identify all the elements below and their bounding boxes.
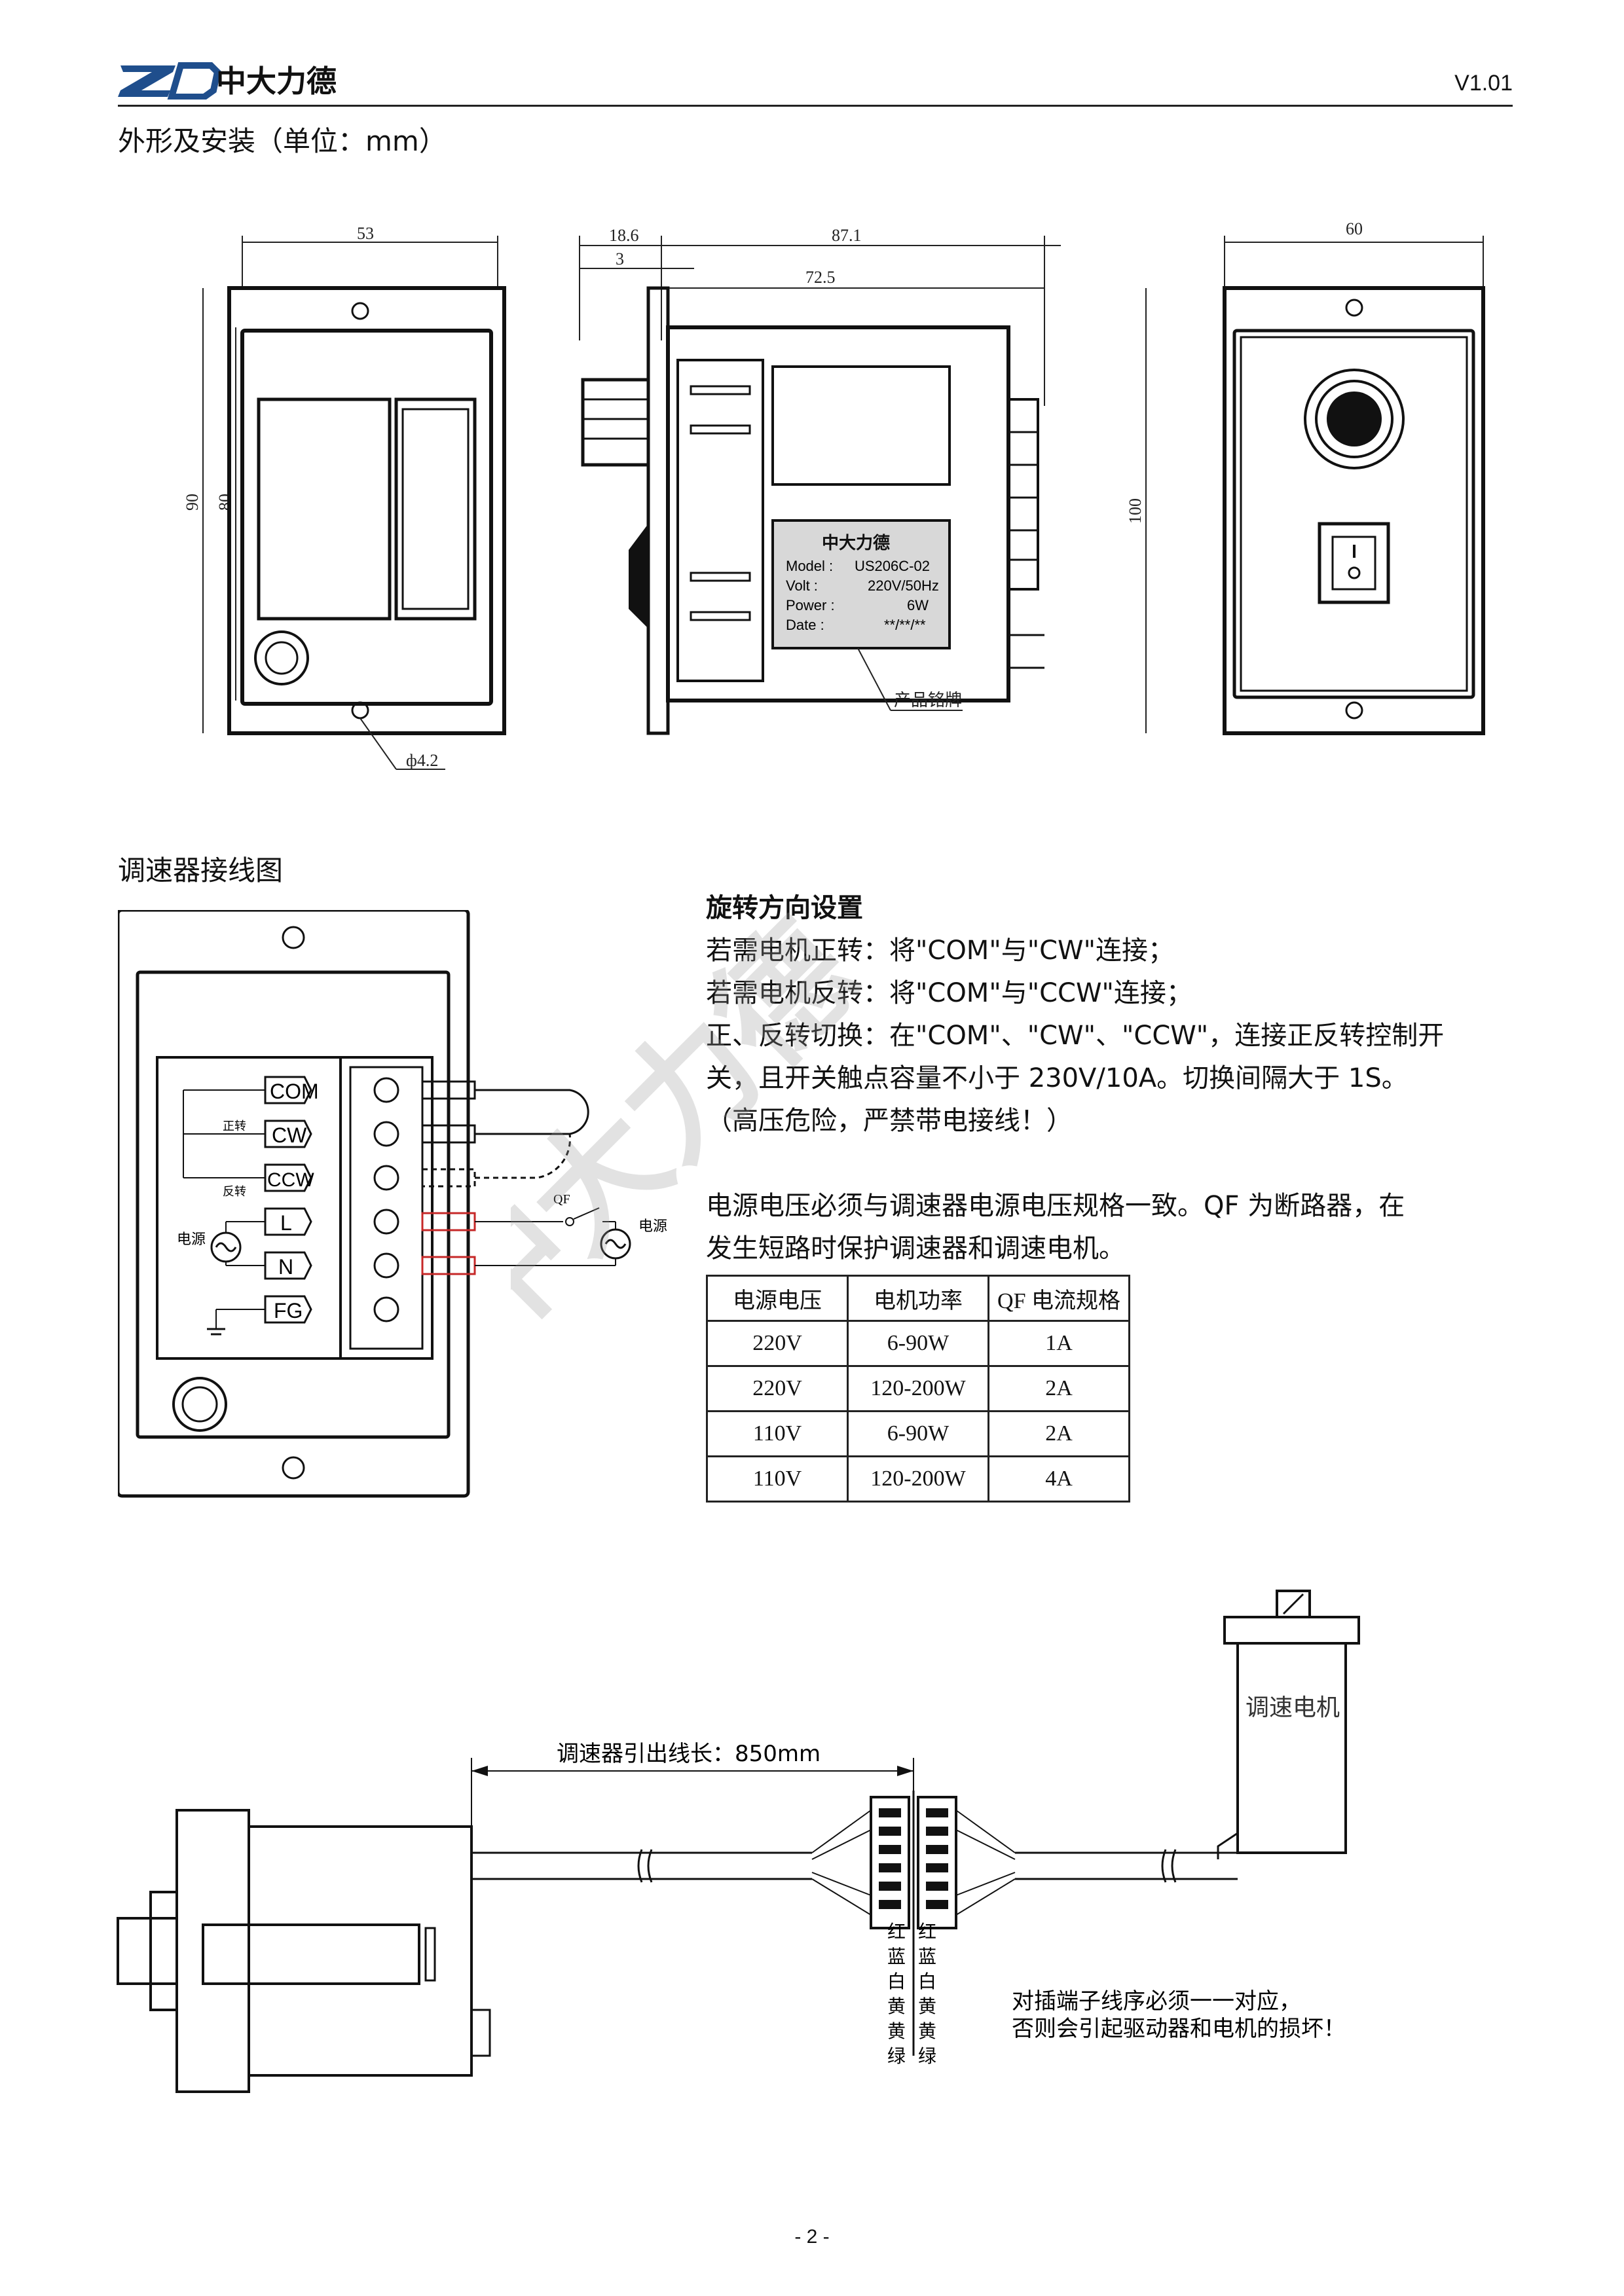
table-cell: 110V: [706, 1410, 849, 1457]
power-note: 电源电压必须与调速器电源电压规格一致。QF 为断路器，在 发生短路时保护调速器和…: [706, 1185, 1518, 1270]
breaker-label: QF: [553, 1192, 570, 1207]
terminal-tag-ccw: CCW: [264, 1163, 314, 1192]
wire-color-right-4: 黄: [918, 1995, 936, 2017]
connection-diagram: 调速电机 调速器引: [111, 1584, 1519, 2095]
motor-label: 调速电机: [1246, 1694, 1340, 1721]
nameplate-brand: 中大力德: [822, 534, 890, 553]
wire-color-right-5: 黄: [918, 2020, 936, 2042]
forward-label: 正转: [223, 1120, 246, 1133]
wire-color-left-4: 黄: [887, 1995, 906, 2017]
power-source-label-left: 电源: [177, 1231, 206, 1248]
table-header: QF 电流规格: [987, 1275, 1130, 1322]
back-view-drawing: 60 100: [1126, 210, 1519, 746]
rotation-settings: 旋转方向设置 若需电机正转：将"COM"与"CW"连接； 若需电机反转：将"CO…: [706, 887, 1518, 1142]
table-cell: 6-90W: [847, 1320, 989, 1367]
terminal-label-fg: FG: [274, 1299, 303, 1322]
side-dim-87-1: 87.1: [832, 226, 862, 245]
wiring-diagram: COM CW CCW L N FG 正转 反转: [118, 910, 707, 1506]
zd-logo-mark: [118, 62, 221, 100]
wire-color-left-6: 绿: [887, 2045, 906, 2067]
front-outer-height-dim: 90: [183, 494, 202, 511]
terminal-label-n: N: [278, 1255, 293, 1279]
nameplate-volt-value: 220V/50Hz: [868, 577, 939, 594]
wire-color-right-1: 红: [918, 1921, 936, 1942]
nameplate-model-label: Model :: [786, 558, 833, 574]
nameplate-power-label: Power :: [786, 597, 835, 613]
version-label: V1.01: [1454, 71, 1513, 96]
wire-color-right-3: 白: [918, 1971, 936, 1992]
side-dim-72-5: 72.5: [805, 268, 836, 287]
nameplate-date-label: Date :: [786, 617, 824, 633]
power-note-line-2: 发生短路时保护调速器和调速电机。: [706, 1233, 1125, 1264]
nameplate-model-value: US206C-02: [855, 558, 930, 574]
front-view-drawing: 53 90 80 ф4.2: [144, 210, 537, 799]
page-number: - 2 -: [794, 2226, 830, 2248]
side-view-drawing: 18.6 87.1 3 72.5 中大力德 Model : US206C-02 …: [563, 210, 1061, 766]
rotation-line-5: （高压危险，严禁带电接线！）: [706, 1106, 1073, 1136]
rotation-line-4: 关，且开关触点容量不小于 230V/10A。切换间隔大于 1S。: [706, 1063, 1408, 1093]
side-dim-18-6: 18.6: [609, 226, 639, 245]
rotation-heading: 旋转方向设置: [706, 893, 863, 923]
terminal-label-com: COM: [270, 1080, 319, 1103]
table-header-row: 电源电压 电机功率 QF 电流规格: [706, 1275, 1130, 1322]
wire-color-left-3: 白: [887, 1971, 906, 1992]
wire-color-left-1: 红: [887, 1921, 906, 1942]
terminal-tag-l: L: [264, 1207, 312, 1236]
brand-text: 中大力德: [216, 64, 337, 99]
reverse-label: 反转: [223, 1185, 246, 1199]
nameplate-callout: 产品铭牌: [894, 691, 962, 710]
spec-table-wrapper: 电源电压 电机功率 QF 电流规格 220V 6-90W 1A 220V 120…: [706, 1275, 1130, 1503]
hole-diameter-dim: ф4.2: [406, 751, 438, 770]
wire-color-left-2: 蓝: [887, 1946, 906, 1967]
table-header: 电源电压: [706, 1275, 849, 1322]
table-cell: 220V: [706, 1365, 849, 1412]
nameplate-date-value: **/**/**: [884, 617, 926, 633]
terminal-tag-com: COM: [264, 1076, 319, 1104]
power-source-label-right: 电源: [638, 1218, 667, 1235]
terminal-tag-n: N: [264, 1251, 312, 1280]
section-title-wiring: 调速器接线图: [118, 854, 284, 886]
side-dim-3: 3: [616, 249, 624, 268]
back-width-dim: 60: [1346, 219, 1363, 238]
terminal-tag-fg: FG: [264, 1295, 312, 1324]
nameplate-volt-label: Volt :: [786, 577, 818, 594]
table-cell: 220V: [706, 1320, 849, 1367]
wire-color-right-6: 绿: [918, 2045, 936, 2067]
header-divider: [118, 105, 1513, 107]
table-row: 110V 120-200W 4A: [706, 1455, 1130, 1503]
table-cell: 2A: [987, 1410, 1130, 1457]
front-inner-height-dim: 80: [215, 494, 234, 511]
power-note-line-1: 电源电压必须与调速器电源电压规格一致。QF 为断路器，在: [706, 1191, 1405, 1221]
rotation-line-1: 若需电机正转：将"COM"与"CW"连接；: [706, 936, 1174, 966]
rotation-line-3: 正、反转切换：在"COM"、"CW"、"CCW"，连接正反转控制开: [706, 1021, 1445, 1051]
wire-color-left-5: 黄: [887, 2020, 906, 2042]
terminal-label-l: L: [280, 1211, 292, 1235]
table-cell: 1A: [987, 1320, 1130, 1367]
table-cell: 120-200W: [847, 1455, 989, 1503]
nameplate-power-value: 6W: [907, 597, 929, 613]
table-cell: 4A: [987, 1455, 1130, 1503]
section-title-dimensions: 外形及安装（单位：mm）: [118, 125, 447, 157]
terminal-label-ccw: CCW: [267, 1169, 314, 1191]
spec-table: 电源电压 电机功率 QF 电流规格 220V 6-90W 1A 220V 120…: [706, 1275, 1130, 1503]
table-header: 电机功率: [847, 1275, 989, 1322]
back-height-dim: 100: [1126, 498, 1145, 524]
warning-line-1: 对插端子线序必须一一对应，: [1012, 1988, 1301, 2014]
table-cell: 110V: [706, 1455, 849, 1503]
table-row: 220V 6-90W 1A: [706, 1320, 1130, 1367]
warning-line-2: 否则会引起驱动器和电机的损坏！: [1012, 2016, 1346, 2042]
terminal-tag-cw: CW: [264, 1120, 312, 1148]
company-logo: 中大力德: [118, 60, 341, 100]
terminal-block: [349, 1066, 424, 1350]
rotation-line-2: 若需电机反转：将"COM"与"CCW"连接；: [706, 978, 1192, 1008]
table-cell: 120-200W: [847, 1365, 989, 1412]
table-cell: 2A: [987, 1365, 1130, 1412]
cable-length-label: 调速器引出线长：850mm: [557, 1741, 821, 1767]
front-width-dim: 53: [357, 224, 374, 243]
table-row: 110V 6-90W 2A: [706, 1410, 1130, 1457]
table-row: 220V 120-200W 2A: [706, 1365, 1130, 1412]
table-cell: 6-90W: [847, 1410, 989, 1457]
wire-color-right-2: 蓝: [918, 1946, 936, 1967]
terminal-label-cw: CW: [272, 1123, 307, 1147]
